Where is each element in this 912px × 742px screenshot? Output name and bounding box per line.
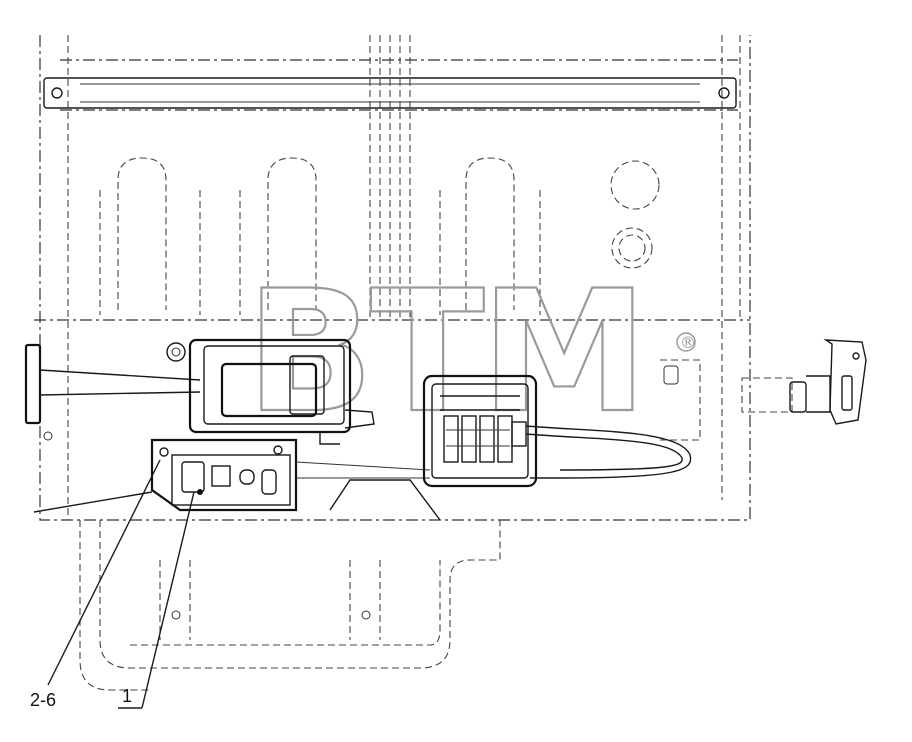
- callout-1: 1: [122, 686, 132, 706]
- left-mount: [24, 343, 201, 441]
- watermark-registered-mark: ®: [680, 333, 696, 352]
- vertical-rails: [369, 35, 411, 320]
- coil-housing: [166, 338, 375, 445]
- lower-bracket: [79, 479, 501, 691]
- watermark: BTM ®: [245, 253, 696, 451]
- watermark-text: BTM: [246, 254, 644, 450]
- leader-lines: [33, 459, 195, 709]
- cable: [525, 425, 692, 479]
- relay-block: [150, 438, 431, 512]
- round-features: [610, 160, 660, 269]
- frame-outline: [34, 35, 751, 521]
- callout-2-6: 2-6: [30, 690, 56, 710]
- slot-openings: [99, 157, 541, 315]
- right-connector: [660, 339, 867, 441]
